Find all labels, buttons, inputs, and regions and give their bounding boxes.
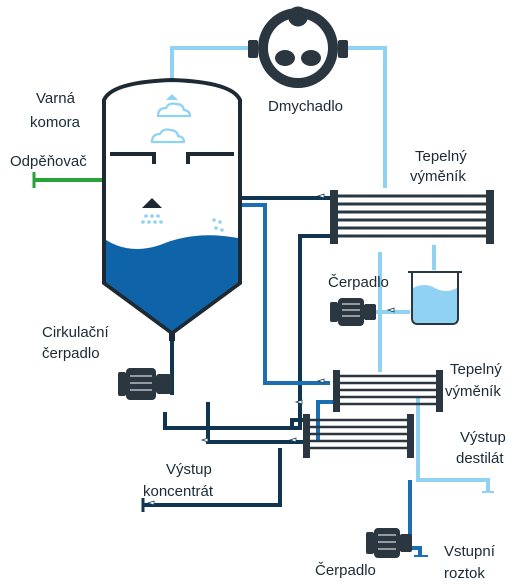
beaker-icon <box>408 271 462 325</box>
return-drops <box>212 218 224 232</box>
heat-exchanger-2-icon <box>333 370 443 412</box>
pump-icon-bottom <box>366 528 412 558</box>
label-inlet-2: roztok <box>444 565 485 582</box>
liquid-level <box>106 235 238 331</box>
label-hx1-2: výměník <box>410 168 466 185</box>
label-chamber-1: Varná <box>36 90 76 107</box>
label-conc-1: Výstup <box>166 461 212 478</box>
label-hx2-1: Tepelný <box>450 361 502 378</box>
baffle-right <box>188 152 234 156</box>
label-chamber-2: komora <box>30 114 81 131</box>
spray-nozzle-icon <box>142 198 162 208</box>
label-pump-right: Čerpadlo <box>328 274 389 291</box>
label-inlet-1: Vstupní <box>444 543 496 560</box>
label-pump-bottom: Čerpadlo <box>315 562 376 579</box>
cloud-icon <box>156 102 192 118</box>
flow-arrows <box>146 193 395 506</box>
baffle-left <box>110 152 154 156</box>
label-hx2-2: výměník <box>445 383 501 400</box>
label-dist-1: Výstup <box>460 429 506 446</box>
heat-exchanger-icon <box>330 190 494 244</box>
label-dist-2: destilát <box>456 450 504 467</box>
cloud-icon-2 <box>150 128 186 144</box>
pump-icon-right <box>330 298 376 326</box>
evaporation-chamber <box>102 77 242 341</box>
vapor-outlet <box>166 94 178 100</box>
heat-exchanger-3-icon <box>303 414 414 458</box>
label-hx1-1: Tepelný <box>415 148 467 165</box>
circulation-pump-icon <box>118 368 172 400</box>
label-blower: Dmychadlo <box>268 98 343 115</box>
feed-pipe <box>216 203 422 555</box>
label-circ-1: Cirkulační <box>42 324 110 341</box>
spray-drops <box>141 214 163 224</box>
label-circ-2: čerpadlo <box>42 345 100 362</box>
label-conc-2: koncentrát <box>143 483 214 500</box>
label-foam: Odpěňovač <box>10 153 87 170</box>
distillate-pipe <box>375 245 490 492</box>
blower-icon <box>248 6 348 88</box>
